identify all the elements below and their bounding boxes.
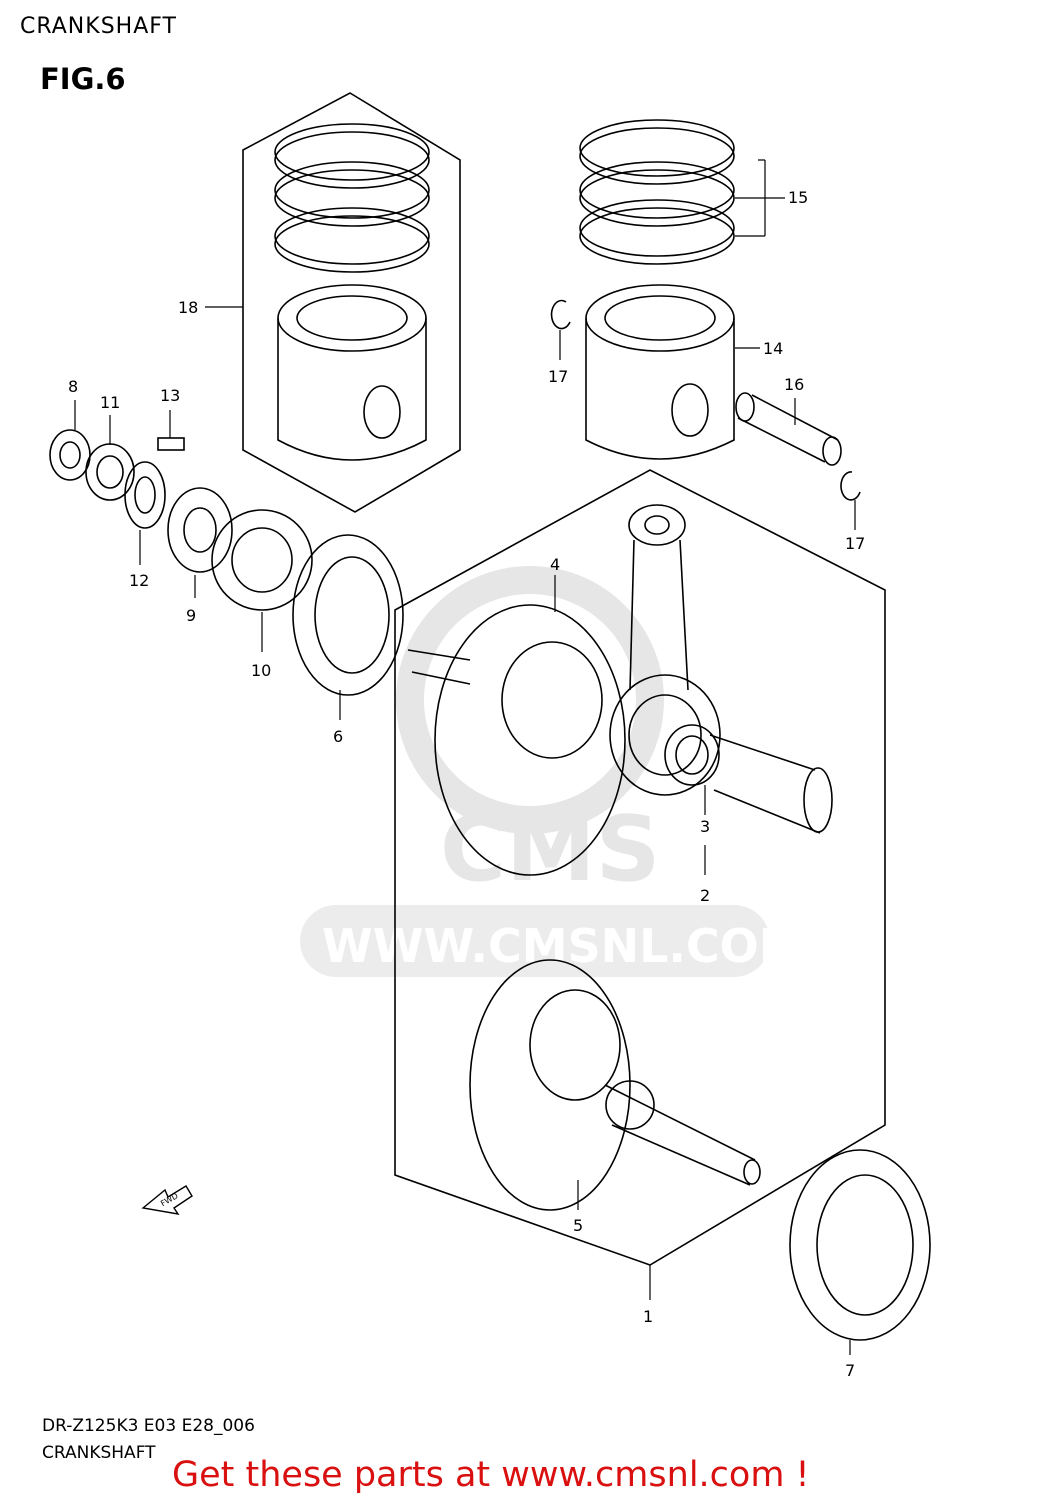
crank-pin [709,734,833,834]
callout-11: 11 [100,393,120,412]
forward-arrow-icon: FWD [141,1185,193,1215]
callout-10: 10 [251,661,271,680]
piston-rings-right [579,119,735,265]
bearing-left [292,534,404,696]
model-code: DR-Z125K3 E03 E28_006 [42,1416,255,1436]
crank-web-lower [469,959,761,1211]
piston-kit-frame [242,92,461,513]
crank-web-upper [407,604,626,876]
piston-pin [735,392,842,466]
callout-5: 5 [573,1216,583,1235]
bearing-right [789,1149,931,1341]
watermark-url: WWW.CMSNL.COM [322,919,805,973]
piston-right [585,284,735,460]
piston-left [277,284,427,461]
callout-7: 7 [845,1361,855,1380]
circlip-upper [550,299,571,330]
oil-seal [49,429,91,481]
callout-1: 1 [643,1307,653,1326]
callout-2: 2 [700,886,710,905]
gear-small [167,487,233,573]
callout-14: 14 [763,339,783,358]
needle-bearing [664,724,720,786]
footer-subtitle: CRANKSHAFT [42,1443,156,1463]
figure-label: FIG.6 [40,62,126,96]
promo-link[interactable]: Get these parts at www.cmsnl.com ! [172,1455,810,1495]
callout-3: 3 [700,817,710,836]
callout-labels: 1 2 3 4 5 6 7 8 9 10 11 12 13 14 15 16 1… [68,188,865,1380]
callout-17-upper: 17 [548,367,568,386]
callout-16: 16 [784,375,804,394]
washer [124,461,166,529]
callout-15: 15 [788,188,808,207]
callout-18: 18 [178,298,198,317]
watermark: CMS WWW.CMSNL.COM [300,566,805,977]
gear-large [211,509,313,611]
callout-6: 6 [333,727,343,746]
callout-4: 4 [550,555,560,574]
connecting-rod [609,504,721,796]
callout-9: 9 [186,606,196,625]
watermark-brand: CMS [440,797,660,902]
page-header-title: CRANKSHAFT [20,14,177,39]
key [157,437,185,451]
crankshaft-assembly-frame [394,469,886,1266]
callout-13: 13 [160,386,180,405]
spacer [85,443,135,501]
callout-12: 12 [129,571,149,590]
piston-rings-left [274,123,430,273]
callout-17-lower: 17 [845,534,865,553]
circlip-lower [840,471,861,501]
callout-8: 8 [68,377,78,396]
